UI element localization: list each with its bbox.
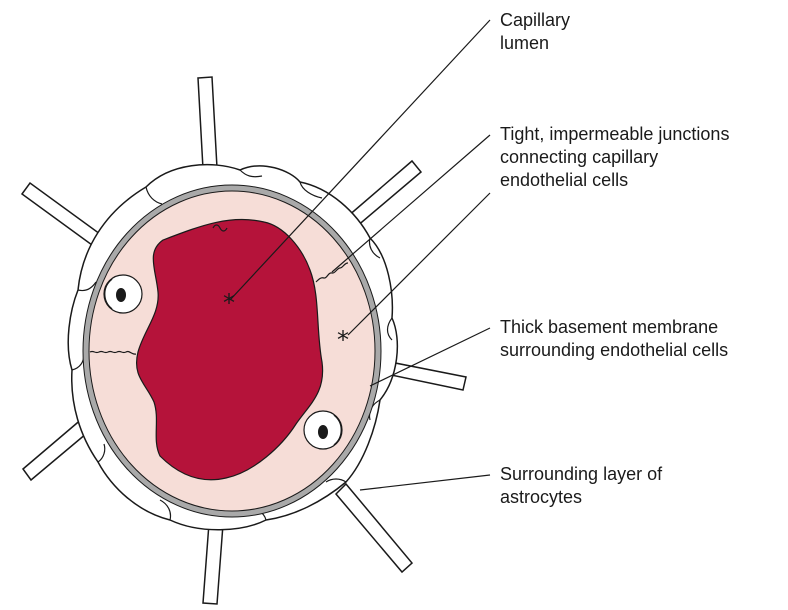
- label-capillary-lumen: Capillary lumen: [500, 9, 570, 55]
- leader-line-junctions: [332, 135, 490, 272]
- label-tight-junctions: Tight, impermeable junctions connecting …: [500, 123, 729, 192]
- endothelial-nucleus-upper: [104, 275, 142, 313]
- label-line: Surrounding layer of: [500, 463, 662, 486]
- label-line: connecting capillary: [500, 146, 729, 169]
- label-line: Tight, impermeable junctions: [500, 123, 729, 146]
- label-line: astrocytes: [500, 486, 662, 509]
- membrane-marker: *: [337, 326, 349, 354]
- label-astrocytes: Surrounding layer of astrocytes: [500, 463, 662, 509]
- label-line: lumen: [500, 32, 570, 55]
- astrocyte-process: [336, 484, 412, 572]
- label-line: endothelial cells: [500, 169, 729, 192]
- lumen-marker: *: [223, 289, 235, 317]
- label-line: Thick basement membrane: [500, 316, 728, 339]
- label-basement-membrane: Thick basement membrane surrounding endo…: [500, 316, 728, 362]
- label-line: surrounding endothelial cells: [500, 339, 728, 362]
- endothelial-nucleus-lower: [304, 411, 342, 449]
- label-line: Capillary: [500, 9, 570, 32]
- leader-line-astrocytes: [360, 475, 490, 490]
